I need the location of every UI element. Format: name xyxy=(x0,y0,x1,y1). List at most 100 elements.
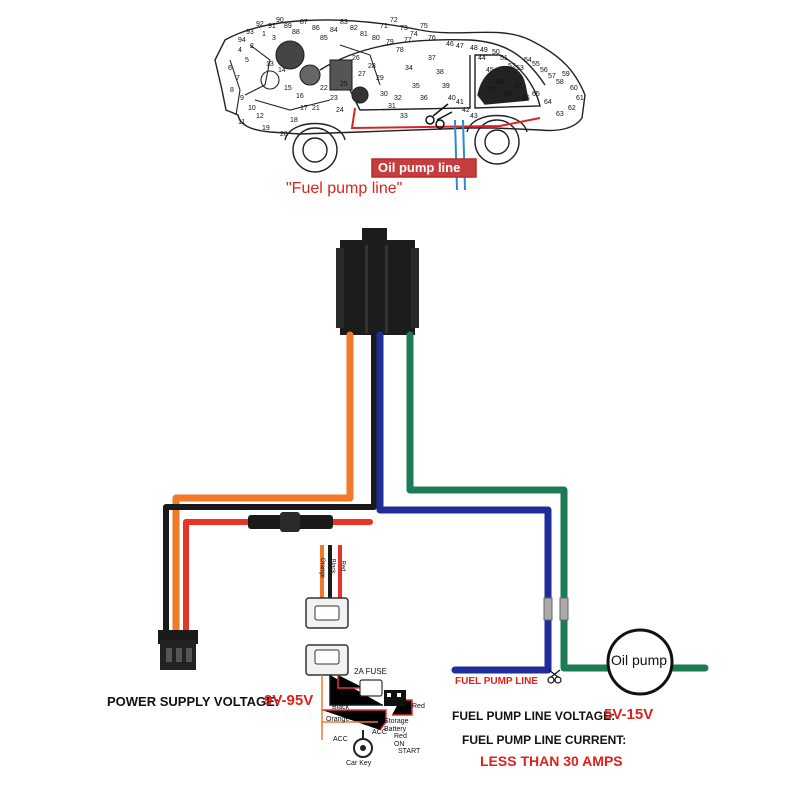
acc-label-1: ACC xyxy=(333,736,348,743)
car-part-number: 61 xyxy=(576,95,584,102)
car-part-number: 76 xyxy=(428,35,436,42)
car-part-number: 2 xyxy=(250,43,254,50)
car-part-number: 31 xyxy=(388,103,396,110)
small-fuse-icon xyxy=(359,679,383,697)
fuel-pump-line-voltage-value: 5V-15V xyxy=(604,706,654,723)
car-part-number: 82 xyxy=(350,25,358,32)
car-key-icon xyxy=(353,730,373,758)
car-part-number: 91 xyxy=(268,23,276,30)
car-part-number: 30 xyxy=(380,91,388,98)
car-part-number: 93 xyxy=(246,29,254,36)
car-part-number: 10 xyxy=(248,105,256,112)
car-part-number: 52 xyxy=(508,63,516,70)
car-part-number: 49 xyxy=(480,47,488,54)
car-part-number: 29 xyxy=(376,75,384,82)
car-part-number: 56 xyxy=(540,67,548,74)
rear-wheel xyxy=(474,119,520,165)
car-part-number: 74 xyxy=(410,31,418,38)
oil-pump-line-tag xyxy=(371,158,477,178)
car-fuel-line xyxy=(350,107,541,130)
wires xyxy=(163,331,709,674)
car-part-number: 48 xyxy=(470,45,478,52)
car-part-number: 88 xyxy=(292,29,300,36)
car-scissors-icon xyxy=(425,103,453,129)
car-part-number: 33 xyxy=(400,113,408,120)
car-part-number: 84 xyxy=(330,27,338,34)
start-label: START xyxy=(398,748,421,755)
fuel-pump-line-quoted-label: "Fuel pump line" xyxy=(286,180,403,197)
oil-pump-label: Oil pump xyxy=(611,652,668,668)
car-part-number: 7 xyxy=(236,75,240,82)
oil-pump-circle xyxy=(606,628,674,696)
fuel-pump-line-current-label: FUEL PUMP LINE CURRENT: xyxy=(462,733,627,747)
harness-connector xyxy=(305,545,413,740)
fuel-pump-line-label: FUEL PUMP LINE xyxy=(455,676,538,687)
car-part-number: 66 xyxy=(522,95,530,102)
car-part-number: 4 xyxy=(238,47,242,54)
car-part-number: 77 xyxy=(404,37,412,44)
car-part-number: 65 xyxy=(532,91,540,98)
oil-pump-line-label: Oil pump line xyxy=(378,160,461,175)
car-part-number: 25 xyxy=(340,81,348,88)
car-part-number: 32 xyxy=(394,95,402,102)
car-part-number: 86 xyxy=(312,25,320,32)
car-part-number: 68 xyxy=(504,91,512,98)
car-part-number: 78 xyxy=(396,47,404,54)
scissors-icon xyxy=(547,669,562,684)
front-wheel xyxy=(292,127,338,173)
car-part-number: 79 xyxy=(386,39,394,46)
car-part-number: 50 xyxy=(492,49,500,56)
car-part-number: 47 xyxy=(456,43,464,50)
orange-wire-label: Orange xyxy=(326,716,350,723)
car-part-number: 39 xyxy=(442,83,450,90)
black-wire xyxy=(163,332,377,633)
car-part-number: 13 xyxy=(266,61,274,68)
connector-orange-label: Orange xyxy=(319,557,326,579)
car-part-number: 6 xyxy=(228,65,232,72)
car-part-number: 59 xyxy=(562,71,570,78)
car-part-number: 18 xyxy=(290,117,298,124)
red-wire-label-1: Red xyxy=(340,690,353,697)
green-wire xyxy=(406,331,709,672)
car-oil-line-drop xyxy=(454,119,466,191)
car-part-numbers: 1234567891011121314151617181920212223242… xyxy=(228,17,584,138)
car-part-number: 34 xyxy=(405,65,413,72)
car-part-number: 51 xyxy=(500,55,508,62)
red-wire-label-2: Red xyxy=(412,703,425,710)
car-part-number: 62 xyxy=(568,105,576,112)
car-part-number: 37 xyxy=(428,55,436,62)
fuel-pump-line-current-value: LESS THAN 30 AMPS xyxy=(480,753,623,769)
car-part-number: 15 xyxy=(284,85,292,92)
car-part-number: 43 xyxy=(470,113,478,120)
rear-seat xyxy=(477,66,529,105)
car-part-number: 36 xyxy=(420,95,428,102)
connector-black-label: Black xyxy=(329,558,336,574)
car-part-number: 8 xyxy=(230,87,234,94)
car-part-number: 44 xyxy=(478,55,486,62)
power-supply-voltage-label: POWER SUPPLY VOLTAGE: xyxy=(107,694,280,709)
car-part-number: 22 xyxy=(320,85,328,92)
car-part-number: 87 xyxy=(300,19,308,26)
car-part-number: 3 xyxy=(272,35,276,42)
car-part-number: 90 xyxy=(276,17,284,24)
car-part-number: 1 xyxy=(262,31,266,38)
car-part-number: 14 xyxy=(278,67,286,74)
black-wire-label: Black xyxy=(332,704,350,711)
car-part-number: 41 xyxy=(456,99,464,106)
car-part-number: 20 xyxy=(280,131,288,138)
car-part-number: 27 xyxy=(358,71,366,78)
car-part-number: 5 xyxy=(245,57,249,64)
acc-label-2: ACC xyxy=(372,729,387,736)
car-part-number: 72 xyxy=(390,17,398,24)
car-part-number: 12 xyxy=(256,113,264,120)
battery-icon xyxy=(384,690,406,706)
car-part-number: 73 xyxy=(400,25,408,32)
car-part-number: 53 xyxy=(516,65,524,72)
car-part-number: 16 xyxy=(296,93,304,100)
red-on-label: Red ON xyxy=(394,733,407,748)
car-part-number: 42 xyxy=(462,107,470,114)
car-part-number: 11 xyxy=(238,119,245,126)
relay-module xyxy=(336,228,419,335)
